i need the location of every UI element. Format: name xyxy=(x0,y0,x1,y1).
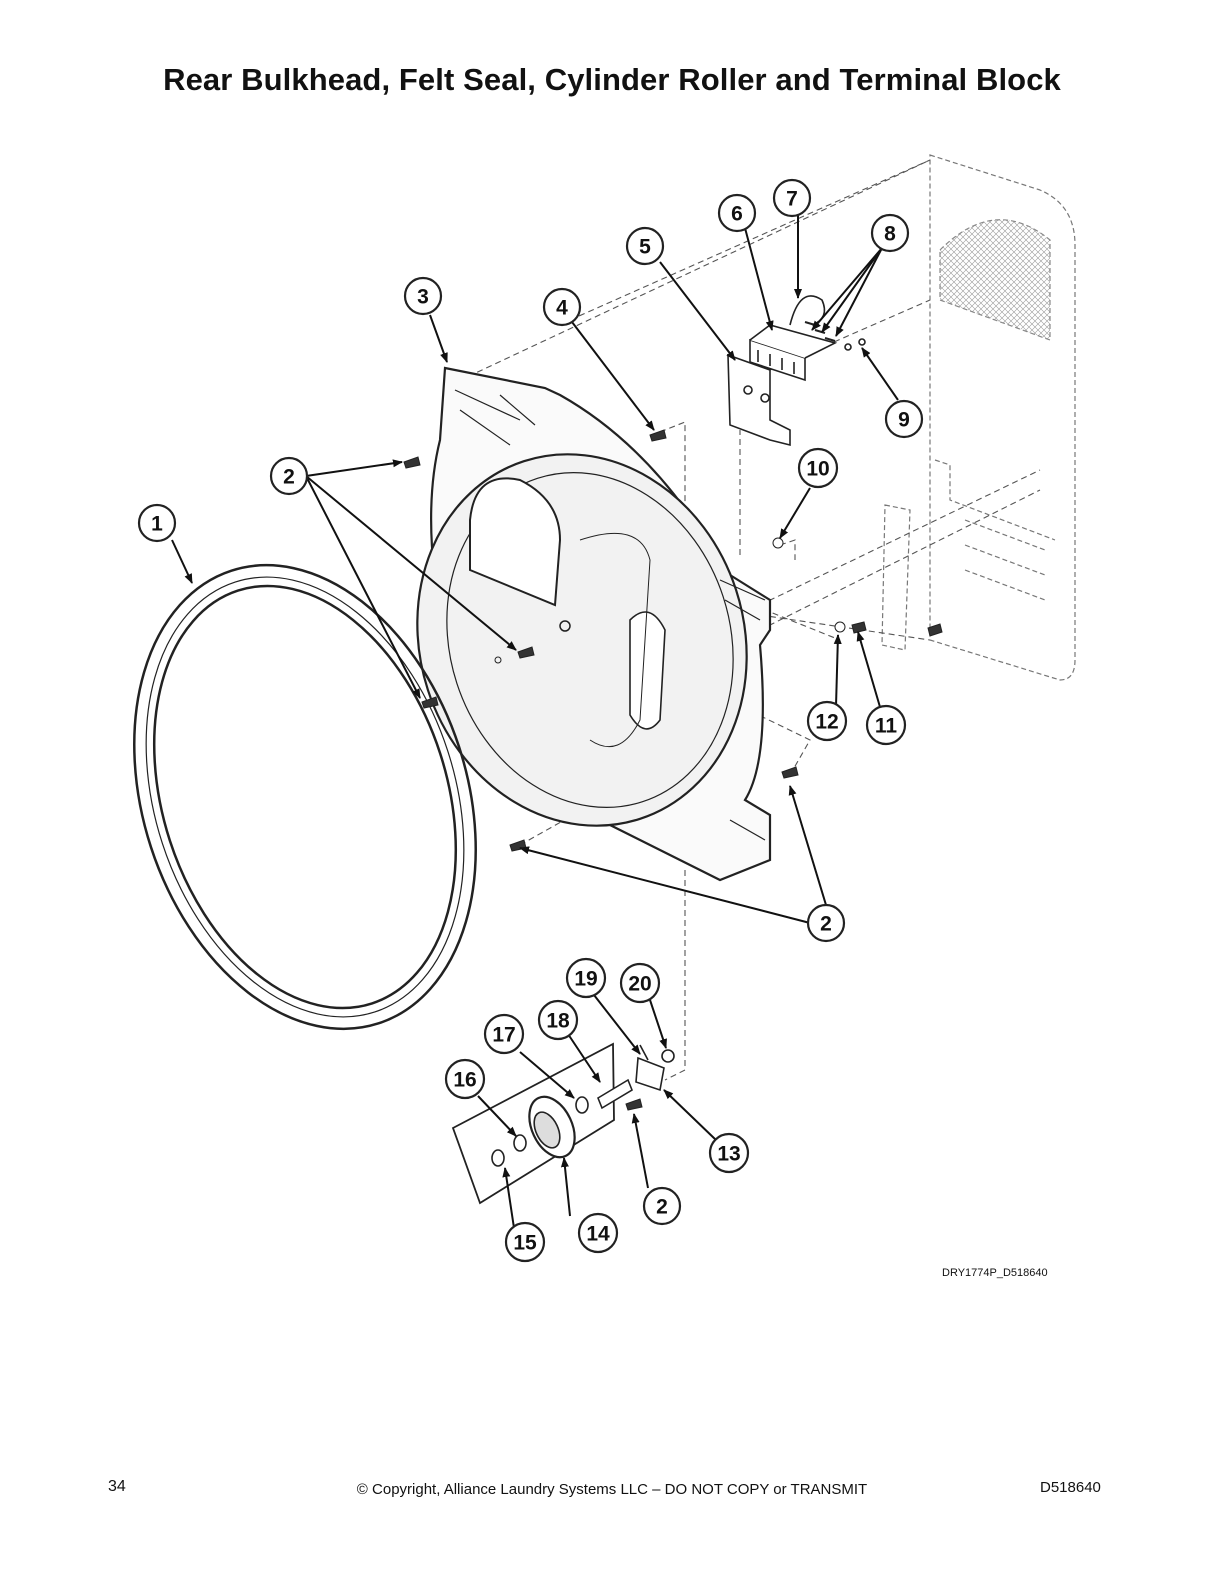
svg-text:20: 20 xyxy=(628,973,651,996)
copyright-notice: © Copyright, Alliance Laundry Systems LL… xyxy=(356,1481,868,1498)
callout-2: 2 xyxy=(806,903,846,943)
svg-text:17: 17 xyxy=(492,1024,515,1047)
svg-text:19: 19 xyxy=(574,968,597,991)
callout-13: 13 xyxy=(708,1132,750,1174)
page-number: 34 xyxy=(108,1478,126,1495)
callout-2: 2 xyxy=(269,456,309,496)
callout-15: 15 xyxy=(504,1221,546,1263)
svg-text:10: 10 xyxy=(806,458,829,481)
svg-text:2: 2 xyxy=(656,1196,668,1219)
assembly-guide-lines xyxy=(449,159,1041,1081)
callout-5: 5 xyxy=(625,226,665,266)
svg-text:18: 18 xyxy=(546,1010,570,1033)
callout-10: 10 xyxy=(797,447,839,489)
svg-text:14: 14 xyxy=(586,1223,610,1246)
callout-17: 17 xyxy=(483,1013,525,1055)
callout-2: 2 xyxy=(642,1186,682,1226)
cabinet-rear-panel xyxy=(881,154,1076,681)
callout-12: 12 xyxy=(806,700,848,742)
callout-7: 7 xyxy=(772,178,812,218)
callout-4: 4 xyxy=(542,287,582,327)
terminal-block-assembly xyxy=(727,295,866,447)
svg-text:3: 3 xyxy=(417,286,429,309)
callout-8: 8 xyxy=(870,213,910,253)
svg-text:1: 1 xyxy=(151,513,163,536)
felt-seal xyxy=(133,563,477,1031)
svg-text:2: 2 xyxy=(820,913,832,936)
svg-text:8: 8 xyxy=(884,223,896,246)
page-title: Rear Bulkhead, Felt Seal, Cylinder Rolle… xyxy=(163,62,1061,97)
svg-text:11: 11 xyxy=(875,715,898,738)
callout-11: 11 xyxy=(865,704,907,746)
callout-20: 20 xyxy=(619,962,661,1004)
svg-text:5: 5 xyxy=(639,236,651,259)
callout-18: 18 xyxy=(537,999,579,1041)
cylinder-roller-assembly xyxy=(451,1042,675,1205)
rear-bulkhead xyxy=(416,366,772,882)
svg-text:4: 4 xyxy=(556,297,568,320)
svg-text:6: 6 xyxy=(731,203,743,226)
drawing-id: DRY1774P_D518640 xyxy=(942,1267,1048,1279)
svg-text:2: 2 xyxy=(283,466,295,489)
svg-text:15: 15 xyxy=(513,1232,537,1255)
callout-3: 3 xyxy=(403,276,443,316)
document-number: D518640 xyxy=(1040,1479,1101,1496)
callout-16: 16 xyxy=(444,1058,486,1100)
svg-text:13: 13 xyxy=(717,1143,740,1166)
leader-arrows xyxy=(171,215,899,1229)
callout-1: 1 xyxy=(137,503,177,543)
callout-6: 6 xyxy=(717,193,757,233)
callout-19: 19 xyxy=(565,957,607,999)
svg-text:16: 16 xyxy=(453,1069,476,1092)
svg-text:9: 9 xyxy=(898,409,910,432)
callout-14: 14 xyxy=(577,1212,619,1254)
callout-9: 9 xyxy=(884,399,924,439)
svg-text:12: 12 xyxy=(815,711,838,734)
screws xyxy=(403,429,943,1111)
svg-text:7: 7 xyxy=(786,188,798,211)
